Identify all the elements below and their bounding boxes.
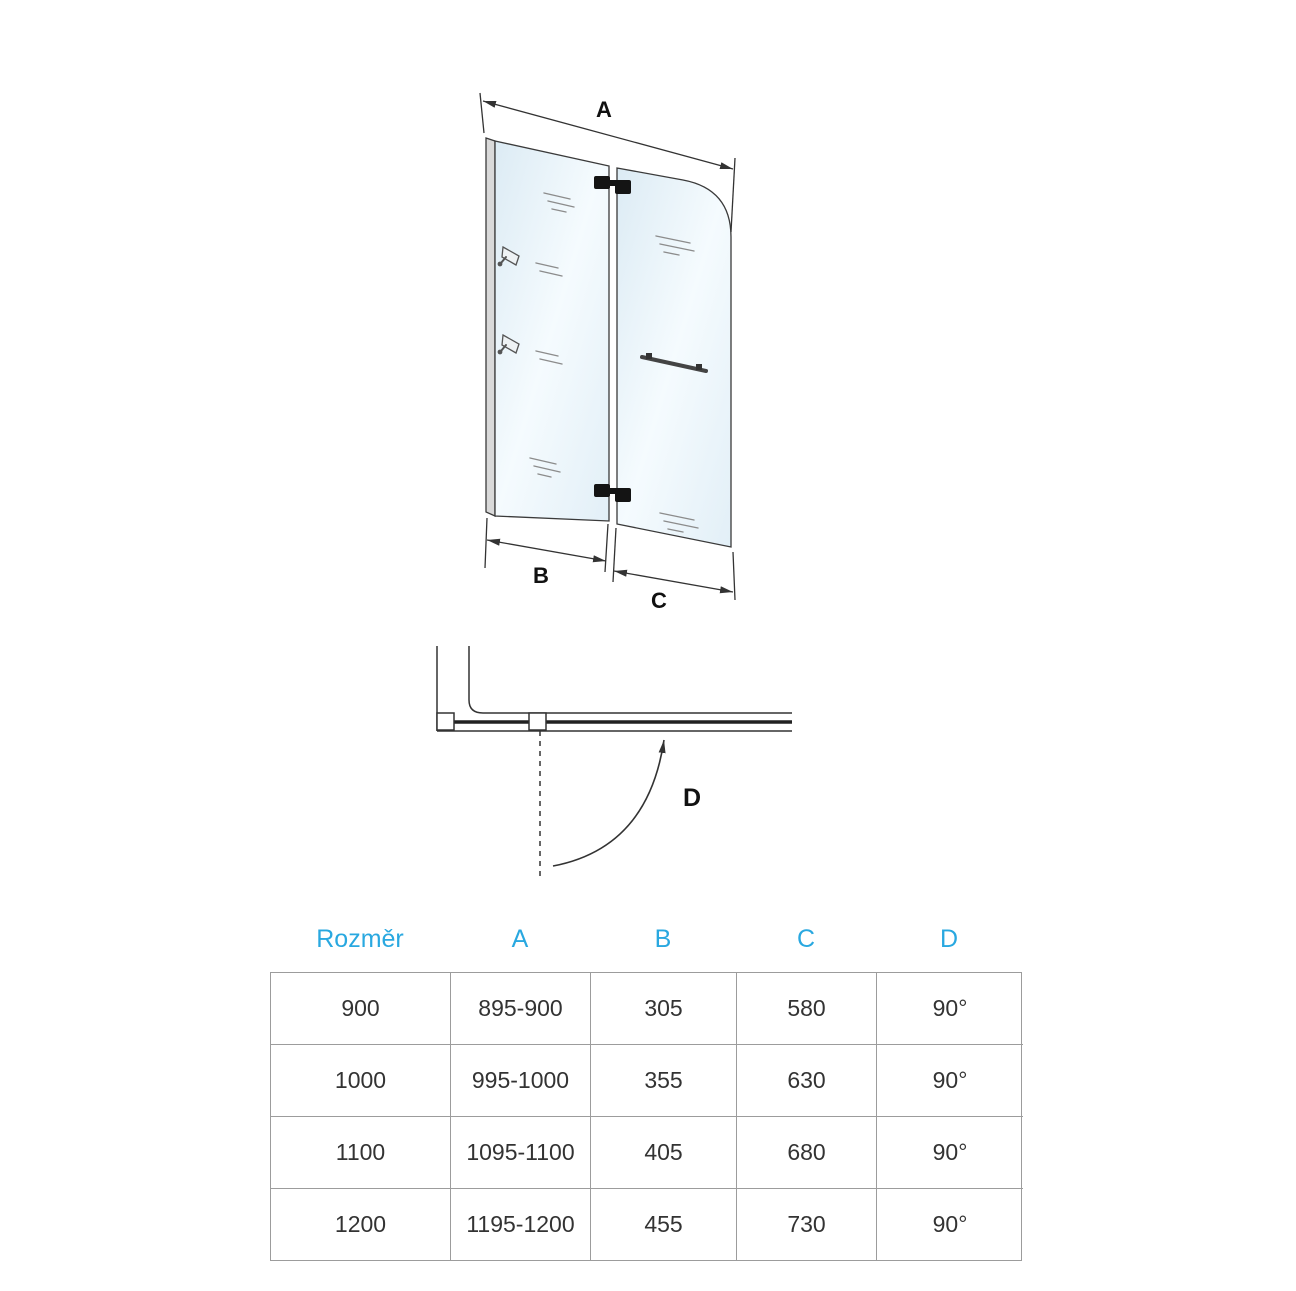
table-cell: 900	[271, 973, 451, 1045]
table-cell: 405	[591, 1117, 737, 1189]
robe-hook-icon	[497, 333, 520, 355]
dimension-c: C	[612, 527, 736, 613]
table-header-row: Rozměr A B C D	[270, 918, 1022, 960]
table-cell: 355	[591, 1045, 737, 1117]
dim-a-line	[482, 100, 734, 170]
dim-a-ext-right	[730, 157, 736, 233]
table-cell: 1095-1100	[451, 1117, 591, 1189]
table-cell: 1195-1200	[451, 1189, 591, 1260]
screen-front-view	[485, 137, 732, 548]
wall-hinge-block	[436, 712, 455, 731]
dim-b-ext-right	[604, 523, 609, 573]
dim-a-ext-left	[479, 92, 485, 134]
wall-profile	[485, 137, 496, 518]
table-cell: 1200	[271, 1189, 451, 1260]
angle-d-label: D	[683, 784, 701, 812]
glass-shine-marks	[529, 192, 699, 533]
towel-bar	[640, 353, 708, 373]
top-hinge-icon	[594, 176, 631, 194]
table-cell: 90°	[877, 1045, 1023, 1117]
table-cell: 895-900	[451, 973, 591, 1045]
table-cell: 680	[737, 1117, 877, 1189]
dim-b-ext-left	[484, 517, 488, 569]
table-header-b: B	[654, 925, 672, 953]
dim-c-line	[613, 569, 734, 594]
table-cell: 995-1000	[451, 1045, 591, 1117]
table-header-rozmer: Rozměr	[316, 925, 404, 953]
dim-a-label: A	[596, 97, 612, 122]
table-cell: 1100	[271, 1117, 451, 1189]
dim-c-ext-right	[732, 551, 736, 601]
bottom-hinge-icon	[594, 484, 631, 502]
dim-c-label: C	[651, 588, 667, 613]
table-cell: 1000	[271, 1045, 451, 1117]
dim-c-ext-left	[612, 527, 617, 583]
dimension-b: B	[484, 517, 609, 588]
technical-diagram: A B C D	[436, 92, 792, 877]
fold-hinge-block	[528, 712, 547, 731]
right-glass-panel	[616, 167, 732, 548]
table-cell: 730	[737, 1189, 877, 1260]
wall-inner-line	[468, 646, 792, 714]
dim-b-label: B	[533, 563, 549, 588]
table-header-a: A	[511, 925, 529, 953]
table-header-d: D	[939, 925, 959, 953]
dimension-a: A	[479, 92, 736, 233]
left-glass-panel	[494, 140, 610, 522]
table-cell: 580	[737, 973, 877, 1045]
dimension-table: Rozměr A B C D 900 895-900 305 580 90° 1…	[270, 918, 1023, 1261]
top-view-diagram: D	[436, 646, 792, 877]
dim-b-line	[486, 538, 607, 563]
table-body: 900 895-900 305 580 90° 1000 995-1000 35…	[270, 972, 1023, 1261]
table-cell: 305	[591, 973, 737, 1045]
table-cell: 90°	[877, 973, 1023, 1045]
table-cell: 90°	[932, 1211, 968, 1237]
table-cell: 630	[737, 1045, 877, 1117]
robe-hook-icon	[497, 245, 520, 267]
table-cell: 455	[591, 1189, 737, 1260]
table-cell: 90°	[877, 1117, 1023, 1189]
swing-arc	[552, 739, 666, 867]
table-header-c: C	[796, 925, 816, 953]
